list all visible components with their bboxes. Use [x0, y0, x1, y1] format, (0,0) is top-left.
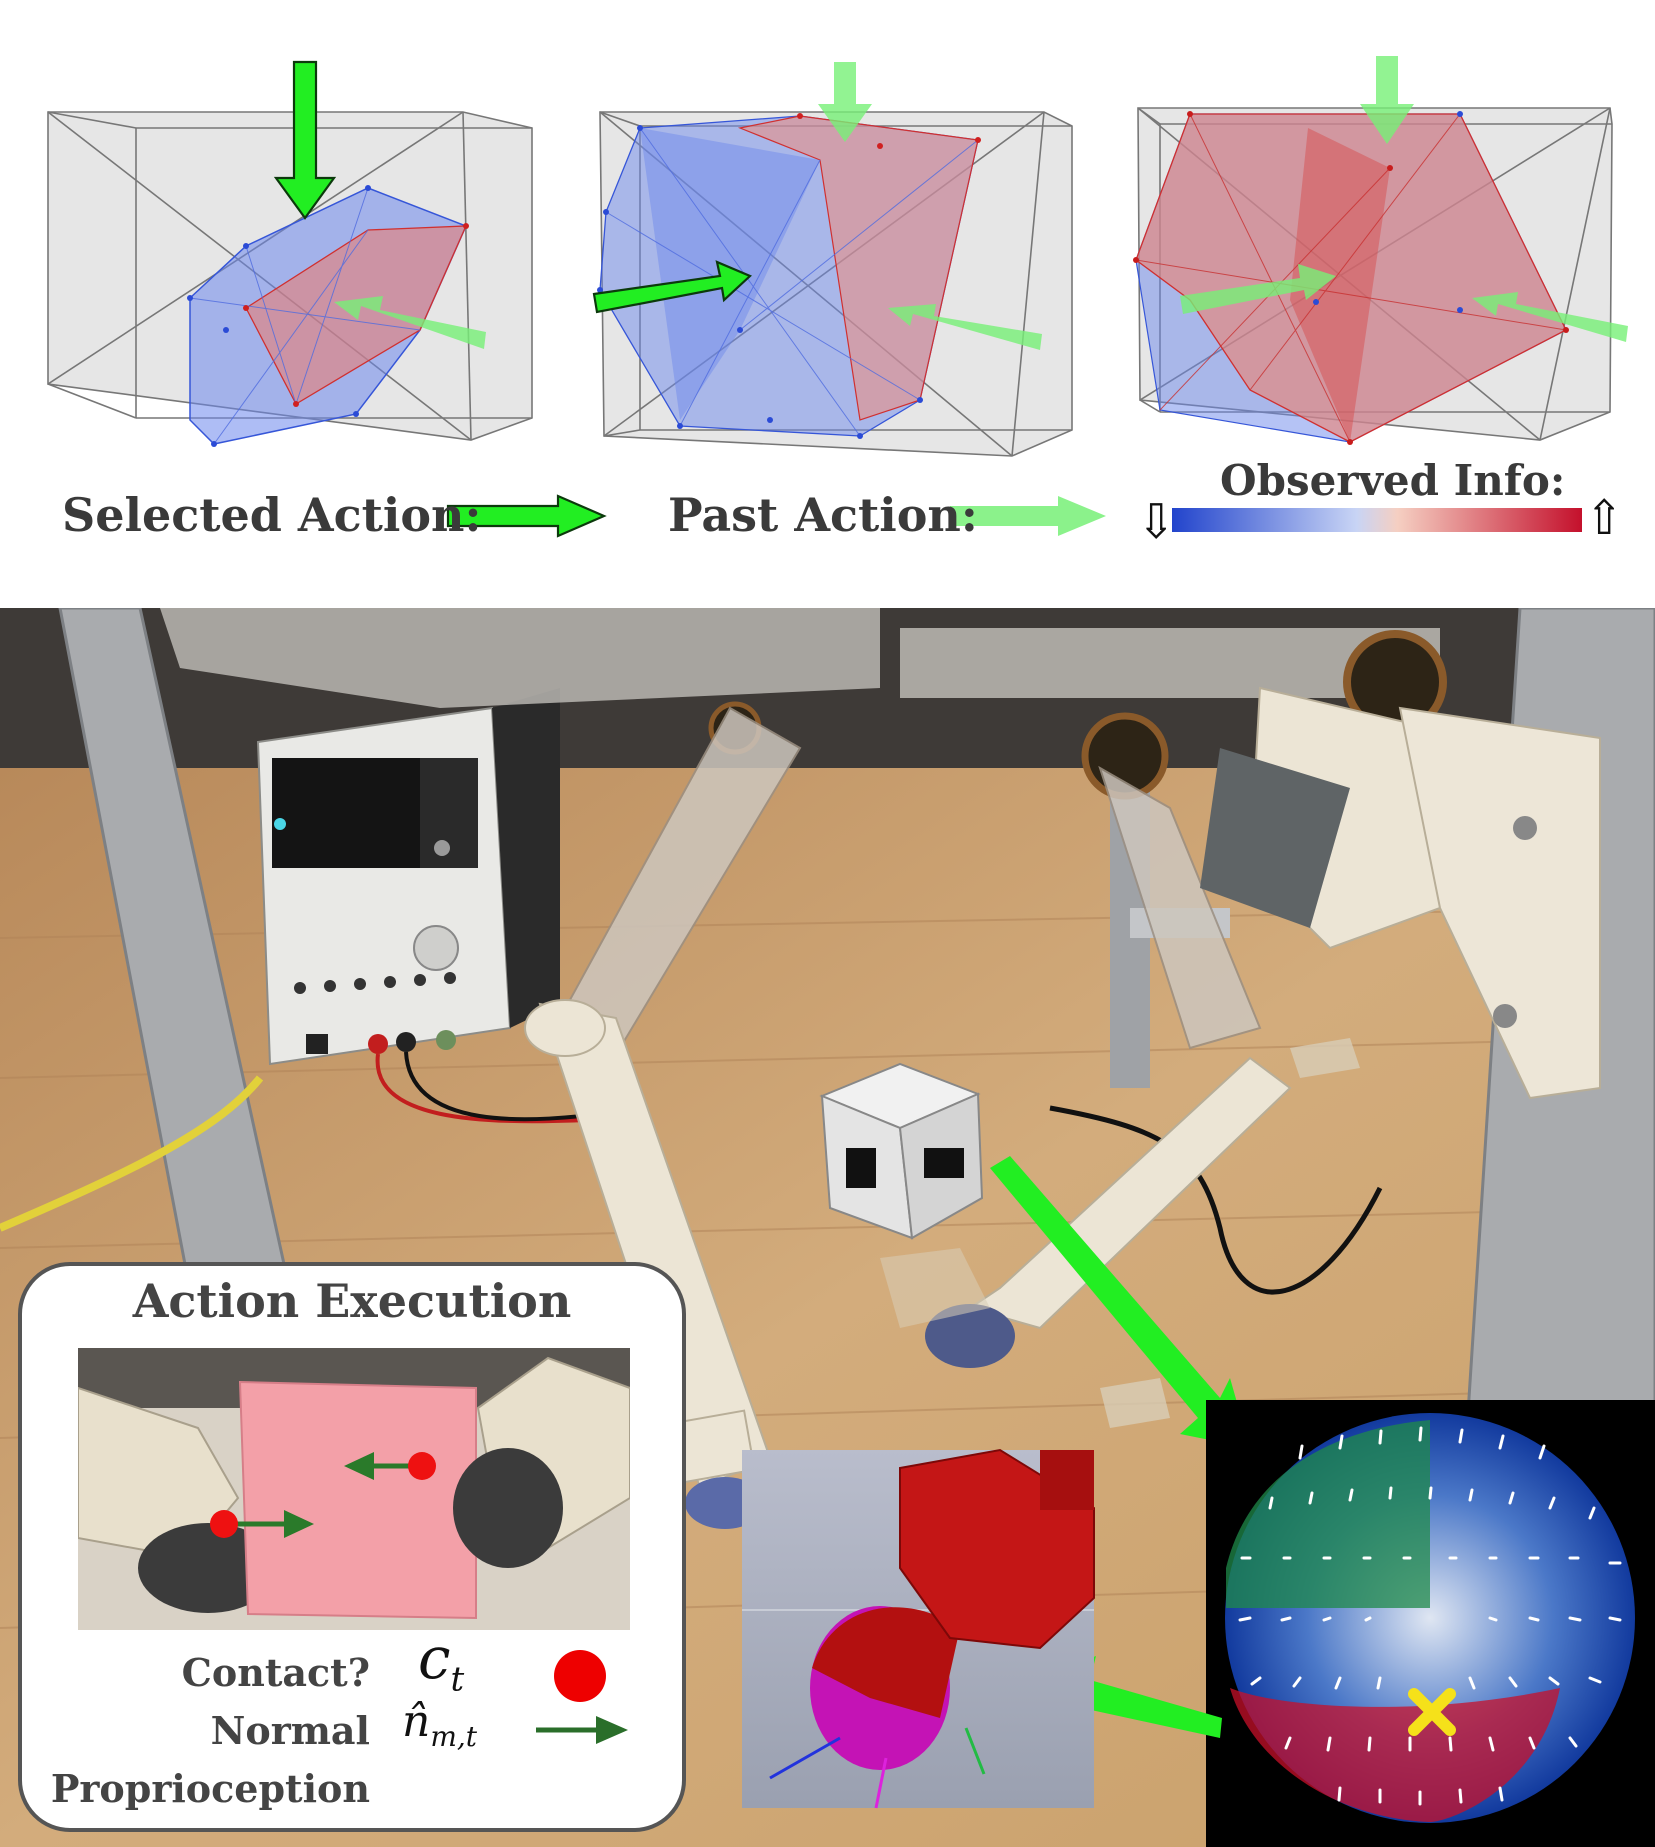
past-action-arrow-2a — [818, 62, 872, 142]
red-cable — [375, 1053, 621, 1124]
linear-actuator — [1200, 748, 1350, 928]
robot-photo-svg — [0, 608, 1655, 1847]
hull-red-3 — [1135, 113, 1567, 443]
robot-photo — [0, 608, 1655, 1847]
past-action-arrow-2b — [888, 304, 1042, 350]
contact-label: Contact? — [181, 1650, 370, 1695]
power-supply-display — [272, 758, 420, 868]
observed-info-colorbar — [1172, 508, 1582, 532]
hull-red-3b — [1290, 128, 1390, 442]
contact-point-marker — [1408, 1688, 1456, 1736]
past-action-arrow-3a — [1360, 56, 1414, 144]
hull-panel-1 — [47, 60, 533, 447]
legend-past-action-arrow — [950, 496, 1106, 536]
hull-visualization-svg — [47, 56, 1628, 538]
legend-selected-action-label: Selected Action: — [62, 488, 482, 542]
hull-visualization-panel — [0, 0, 1655, 590]
sensor-cable — [1049, 1105, 1383, 1295]
contact-symbol: ct — [418, 1624, 465, 1700]
power-supply — [256, 688, 560, 1066]
terminal-ground — [436, 1030, 456, 1050]
sensor-mount-plate — [1398, 706, 1601, 1100]
legend-selected-action-arrow — [446, 494, 607, 538]
power-switch — [306, 1034, 328, 1054]
past-action-arrow-3c — [1472, 292, 1628, 342]
simulation-render — [742, 1448, 1095, 1809]
marker-flow-field — [1238, 1426, 1622, 1806]
contact-dot-right — [408, 1452, 436, 1480]
terminal-negative — [396, 1032, 416, 1052]
selected-action-arrow-1 — [273, 60, 337, 220]
right-fingertip — [925, 1304, 1015, 1368]
adjust-knob — [413, 925, 459, 971]
cube-object — [819, 1062, 984, 1240]
contact-dot-left — [210, 1510, 238, 1538]
past-action-arrow-1 — [334, 296, 486, 349]
contact-indicator-icon — [554, 1650, 606, 1702]
robot-upper-body — [160, 608, 880, 708]
info-low-icon: ⇩ — [1136, 494, 1177, 550]
proprioception-label: Proprioception — [50, 1766, 370, 1811]
action-execution-inset: Action Execution Contact? ct Normal n̂m,… — [18, 1262, 686, 1832]
yellow-cable — [0, 1075, 264, 1232]
legend-past-action-label: Past Action: — [668, 488, 978, 542]
fingertip-to-tactile-arrow — [990, 1156, 1250, 1448]
normal-label: Normal — [210, 1708, 370, 1753]
inset-title: Action Execution — [132, 1274, 572, 1328]
hull-panel-3 — [1133, 56, 1628, 445]
legend-observed-info-label: Observed Info: — [1220, 456, 1566, 505]
info-high-icon: ⇧ — [1584, 490, 1625, 546]
normal-symbol: n̂m,t — [402, 1696, 478, 1753]
hull-panel-2 — [592, 62, 1073, 457]
right-leg-upper — [1098, 765, 1262, 1050]
past-action-arrow-3b — [1180, 264, 1336, 314]
inset-photo — [78, 1348, 630, 1630]
terminal-positive — [368, 1034, 388, 1054]
selected-action-arrow-2 — [592, 260, 752, 314]
tactile-image — [1206, 1400, 1655, 1847]
right-finger — [967, 1056, 1292, 1330]
inset-pink-cube — [238, 1380, 477, 1620]
normal-arrow-icon — [536, 1716, 628, 1744]
